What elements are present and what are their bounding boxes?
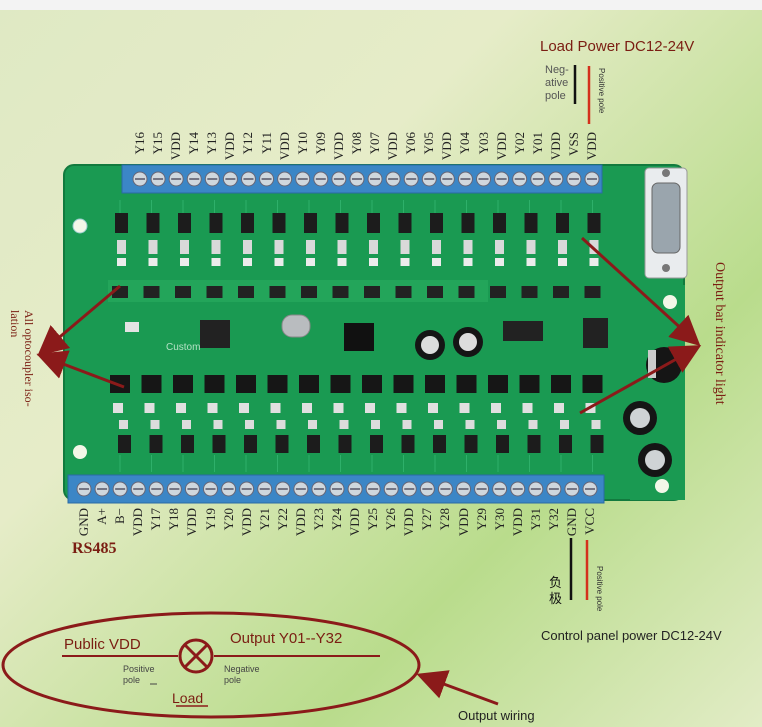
- bottom-terminal-label: Y17: [148, 508, 164, 531]
- bottom-terminal-label: Y24: [329, 508, 344, 531]
- bottom-terminal-label: Y20: [220, 508, 236, 531]
- top-terminal-label: VDD: [168, 132, 184, 161]
- bottom-terminal-label: A+: [94, 508, 110, 525]
- bottom-terminal-label: Y32: [545, 508, 561, 531]
- top-terminal-label: VDD: [493, 132, 509, 161]
- output-range-label: Output Y01--Y32: [230, 630, 343, 647]
- rs485-label: RS485: [72, 540, 117, 557]
- negative-pole-label: Neg- ative pole: [545, 64, 569, 102]
- bottom-terminal-label: VDD: [130, 508, 146, 537]
- bottom-terminal-label: Y29: [473, 508, 489, 531]
- output-wiring-ellipse: [1, 611, 421, 719]
- annotation-arrows: [36, 236, 702, 706]
- bottom-terminal-label: B−: [112, 508, 128, 525]
- bottom-terminal-label: Y31: [527, 508, 543, 531]
- optocoupler-label: All optocoupler iso- lation: [8, 310, 36, 407]
- load-power-label: Load Power DC12-24V: [540, 38, 695, 55]
- top-terminal-label: Y15: [150, 132, 166, 155]
- output-bar-indicator-label: Output bar indicator light: [712, 262, 727, 405]
- bottom-terminal-label: Y25: [365, 508, 381, 531]
- top-terminal-label: Y02: [511, 132, 527, 155]
- top-terminal-label: Y01: [529, 132, 545, 155]
- top-terminal-label: Y09: [312, 132, 328, 155]
- top-terminal-label: Y14: [186, 132, 202, 155]
- top-terminal-label: VDD: [547, 132, 563, 161]
- positive-pole-bottom-label: Positive pole: [595, 566, 604, 612]
- bottom-terminal-label: Y18: [166, 508, 182, 531]
- top-terminal-label: Y04: [457, 132, 473, 155]
- public-vdd-label: Public VDD: [64, 636, 141, 653]
- top-terminal-label: Y08: [348, 132, 364, 155]
- bottom-terminal-label: VDD: [401, 508, 417, 537]
- bottom-terminal-label: Y19: [202, 508, 218, 531]
- top-terminal-label: Y05: [421, 132, 437, 155]
- top-terminal-label: VDD: [276, 132, 292, 161]
- top-terminal-label: Y06: [403, 132, 419, 155]
- bottom-terminal-label: VDD: [238, 508, 254, 537]
- top-terminal-label: Y12: [240, 132, 256, 155]
- bottom-terminal-label: Y21: [256, 508, 272, 531]
- top-terminal-label: Y07: [367, 132, 383, 155]
- bottom-terminal-label: GND: [563, 508, 579, 537]
- top-terminal-block: [121, 164, 603, 194]
- bottom-terminal-label: Y30: [491, 508, 507, 531]
- load-positive-pole-label: Positive pole: [123, 664, 155, 685]
- bottom-terminal-label: GND: [76, 508, 91, 537]
- bottom-terminal-label: Y23: [310, 508, 326, 531]
- output-wiring-label: Output wiring: [458, 708, 535, 723]
- bottom-terminal-label: VDD: [455, 508, 471, 537]
- bottom-terminal-label: Y26: [383, 508, 399, 531]
- load-lamp-icon: [178, 638, 214, 674]
- bottom-terminal-label: VDD: [509, 508, 525, 537]
- custom-label: Custom: [166, 342, 201, 353]
- top-terminal-label: VDD: [330, 132, 346, 161]
- bottom-terminal-label: VDD: [347, 508, 363, 537]
- top-terminal-label: Y03: [475, 132, 491, 155]
- bottom-terminal-label: VDD: [292, 508, 308, 537]
- top-terminal-label: VDD: [385, 132, 401, 161]
- load-label: Load: [172, 690, 204, 706]
- top-terminal-label: VDD: [584, 132, 599, 161]
- top-terminal-label: VSS: [565, 132, 581, 156]
- bottom-terminal-label: VDD: [184, 508, 200, 537]
- load-negative-pole-label: Negative pole: [224, 664, 260, 685]
- top-terminal-label: Y11: [258, 132, 274, 154]
- pcb-board: [63, 164, 688, 501]
- positive-pole-top-label: Positive pole: [597, 68, 606, 114]
- top-terminal-label: Y10: [294, 132, 310, 155]
- top-terminal-label: Y13: [204, 132, 220, 155]
- top-terminal-label: VDD: [222, 132, 238, 161]
- top-terminal-label: Y16: [132, 132, 147, 155]
- top-terminal-label: VDD: [439, 132, 455, 161]
- bottom-terminal-label: Y28: [437, 508, 453, 531]
- bottom-terminal-block: [67, 474, 605, 504]
- bottom-terminal-label: Y22: [274, 508, 290, 531]
- negative-pole-chinese-label: 负 极: [549, 576, 563, 607]
- bottom-terminal-label: Y27: [419, 508, 435, 531]
- control-panel-power-label: Control panel power DC12-24V: [541, 628, 722, 643]
- bottom-terminal-label: VCC: [582, 508, 597, 535]
